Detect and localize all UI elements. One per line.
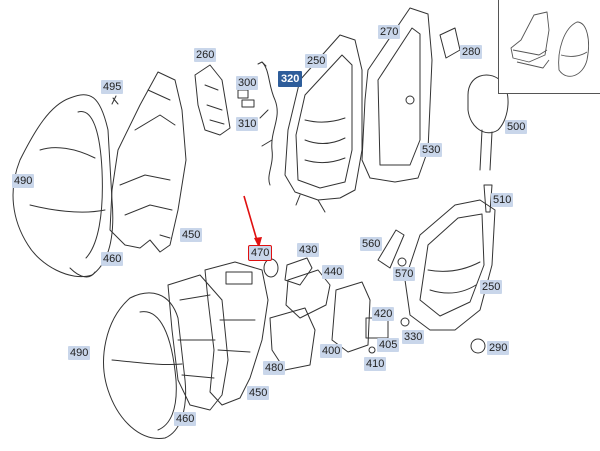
backrest-frame-lower xyxy=(404,199,496,331)
backrest-pad-lower xyxy=(167,274,229,411)
part-label-405: 405 xyxy=(377,338,400,352)
part-label-290: 290 xyxy=(487,341,510,355)
part-label-260: 260 xyxy=(194,48,217,62)
part-label-480: 480 xyxy=(263,361,286,375)
panel-280 xyxy=(439,27,461,59)
part-label-500: 500 xyxy=(505,120,528,134)
part-label-410: 410 xyxy=(364,357,387,371)
overview-inset xyxy=(498,0,600,94)
part-label-250: 250 xyxy=(305,54,328,68)
part-label-300: 300 xyxy=(236,76,259,90)
part-label-470: 470 xyxy=(247,245,273,261)
connector-310 xyxy=(241,99,255,108)
part-label-490: 490 xyxy=(12,174,35,188)
panel-480 xyxy=(269,307,316,371)
backrest-cover-upper xyxy=(12,94,114,278)
part-label-560: 560 xyxy=(360,237,383,251)
seat-overview-drawing xyxy=(510,11,589,77)
part-label-460: 460 xyxy=(101,252,124,266)
knob-290 xyxy=(470,338,486,354)
switch-panel-420 xyxy=(331,281,371,353)
part-label-530: 530 xyxy=(420,143,443,157)
part-label-460-lower: 460 xyxy=(174,412,197,426)
part-label-450: 450 xyxy=(180,228,203,242)
part-330 xyxy=(400,317,410,327)
part-label-440: 440 xyxy=(322,265,345,279)
part-label-570: 570 xyxy=(393,267,416,281)
backrest-pad-upper xyxy=(109,71,187,253)
backrest-rear-panel xyxy=(361,7,433,183)
part-470 xyxy=(263,258,279,278)
part-label-280: 280 xyxy=(460,45,483,59)
bar-460 xyxy=(159,234,171,239)
screw-410 xyxy=(368,346,376,354)
switch-panel-440 xyxy=(285,269,331,319)
headrest xyxy=(467,74,509,171)
part-label-330: 330 xyxy=(402,330,425,344)
bracket-260 xyxy=(194,64,231,136)
part-label-400: 400 xyxy=(320,344,343,358)
part-label-430: 430 xyxy=(297,243,320,257)
part-label-495: 495 xyxy=(101,80,124,94)
part-label-510: 510 xyxy=(491,193,514,207)
part-label-250-lower: 250 xyxy=(480,280,503,294)
part-label-270: 270 xyxy=(378,25,401,39)
part-560 xyxy=(377,229,405,269)
clip-495 xyxy=(111,95,119,105)
wiring-harness xyxy=(261,61,278,186)
part-label-450-lower: 450 xyxy=(247,386,270,400)
cover-430 xyxy=(284,257,313,286)
part-570 xyxy=(397,257,407,267)
part-label-320: 320 xyxy=(278,71,303,87)
part-label-420: 420 xyxy=(372,307,395,321)
backrest-frame-upper xyxy=(284,34,363,213)
highlight-arrow xyxy=(243,195,262,248)
part-label-490-lower: 490 xyxy=(68,346,91,360)
part-label-310: 310 xyxy=(236,117,259,131)
connector-300 xyxy=(237,89,249,99)
backrest-support-lower xyxy=(204,261,269,406)
